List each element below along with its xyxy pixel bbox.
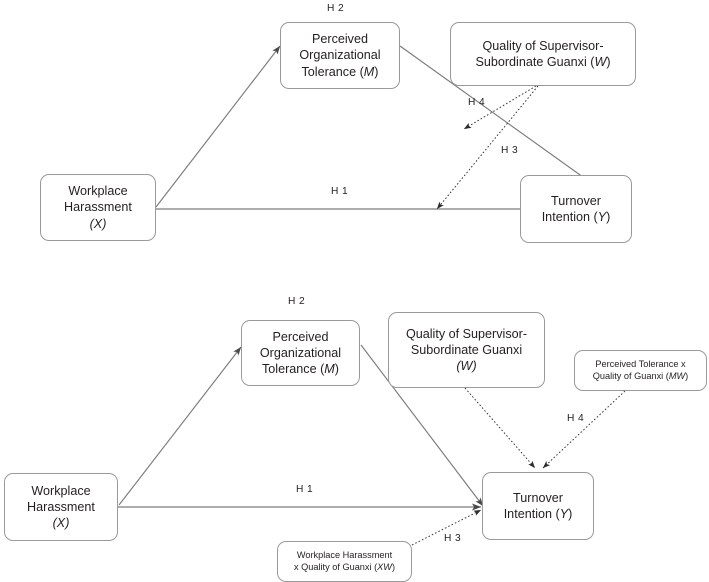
bottom-node-workplace-harassment[interactable]: Workplace Harassment (X) xyxy=(4,473,118,541)
bottom-node-x-label: Workplace Harassment (X) xyxy=(23,483,99,531)
top-node-quality-of-supervisor-subordinate-guanxi[interactable]: Quality of Supervisor- Subordinate Guanx… xyxy=(450,22,636,86)
bottom-node-xw-label: Workplace Harassment x Quality of Guanxi… xyxy=(290,550,399,574)
top-m-line3: Tolerance (M) xyxy=(301,64,379,79)
bottom-x-line2: Harassment xyxy=(27,499,95,514)
top-node-turnover-intention[interactable]: Turnover Intention (Y) xyxy=(520,175,632,243)
top-x-line3: (X) xyxy=(89,216,107,231)
top-label-h1: H 1 xyxy=(331,186,349,197)
bottom-xw-line2: x Quality of Guanxi (XW) xyxy=(293,561,396,572)
bottom-x-line1: Workplace xyxy=(31,483,91,498)
top-node-w-label: Quality of Supervisor- Subordinate Guanx… xyxy=(471,38,614,70)
edge-w-to-y-bottom xyxy=(464,387,536,469)
top-y-line2: Intention (Y) xyxy=(541,210,611,224)
bottom-w-line3: (W) xyxy=(456,359,477,374)
bottom-xw-line1: Workplace Harassment xyxy=(296,549,393,560)
bottom-label-h1: H 1 xyxy=(296,484,314,495)
bottom-node-workplace-harassment-x-quality-of-guanxi[interactable]: Workplace Harassment x Quality of Guanxi… xyxy=(277,541,412,582)
bottom-x-line3: (X) xyxy=(52,516,70,531)
top-y-line1: Turnover xyxy=(551,193,601,208)
bottom-mw-line2: Quality of Guanxi (MW) xyxy=(592,370,689,381)
bottom-y-line1: Turnover xyxy=(513,490,563,505)
bottom-node-perceived-organizational-tolerance[interactable]: Perceived Organizational Tolerance (M) xyxy=(241,320,360,386)
top-w-line1: Quality of Supervisor- xyxy=(482,38,604,53)
top-node-m-label: Perceived Organizational Tolerance (M) xyxy=(295,31,384,79)
bottom-node-quality-of-supervisor-subordinate-guanxi[interactable]: Quality of Supervisor- Subordinate Guanx… xyxy=(388,312,545,388)
top-node-x-label: Workplace Harassment (X) xyxy=(60,183,136,231)
top-m-line2: Organizational xyxy=(299,48,381,63)
top-w-line2: Subordinate Guanxi (W) xyxy=(475,55,611,69)
bottom-node-m-label: Perceived Organizational Tolerance (M) xyxy=(256,329,345,377)
bottom-node-mw-label: Perceived Tolerance x Quality of Guanxi … xyxy=(589,359,692,383)
bottom-y-line2: Intention (Y) xyxy=(503,507,573,521)
bottom-m-line2: Organizational xyxy=(259,345,342,360)
edge-h4-bottom xyxy=(542,390,626,469)
bottom-m-line3: Tolerance (M) xyxy=(261,362,339,377)
top-m-line1: Perceived xyxy=(311,32,368,47)
bottom-node-perceived-tolerance-x-quality-of-guanxi[interactable]: Perceived Tolerance x Quality of Guanxi … xyxy=(574,350,707,391)
top-node-perceived-organizational-tolerance[interactable]: Perceived Organizational Tolerance (M) xyxy=(280,22,400,89)
top-x-line2: Harassment xyxy=(64,200,132,215)
bottom-w-line1: Quality of Supervisor- xyxy=(405,326,528,341)
bottom-node-turnover-intention[interactable]: Turnover Intention (Y) xyxy=(482,472,594,540)
bottom-label-h2: H 2 xyxy=(288,296,306,307)
edge-h2-bottom xyxy=(118,346,242,506)
bottom-label-h4: H 4 xyxy=(567,413,585,424)
top-x-line1: Workplace xyxy=(68,184,128,199)
edge-h2-top xyxy=(155,45,281,208)
bottom-node-w-label: Quality of Supervisor- Subordinate Guanx… xyxy=(402,326,531,374)
bottom-node-y-label: Turnover Intention (Y) xyxy=(500,490,577,522)
top-label-h3: H 3 xyxy=(501,145,519,156)
top-label-h2: H 2 xyxy=(327,3,345,14)
bottom-w-line2: Subordinate Guanxi xyxy=(410,342,523,357)
bottom-mw-line1: Perceived Tolerance x xyxy=(595,358,686,369)
top-node-y-label: Turnover Intention (Y) xyxy=(538,193,615,225)
bottom-label-h3: H 3 xyxy=(444,533,462,544)
bottom-m-line1: Perceived xyxy=(272,329,329,344)
top-label-h4: H 4 xyxy=(468,97,486,108)
top-node-workplace-harassment[interactable]: Workplace Harassment (X) xyxy=(40,174,156,241)
